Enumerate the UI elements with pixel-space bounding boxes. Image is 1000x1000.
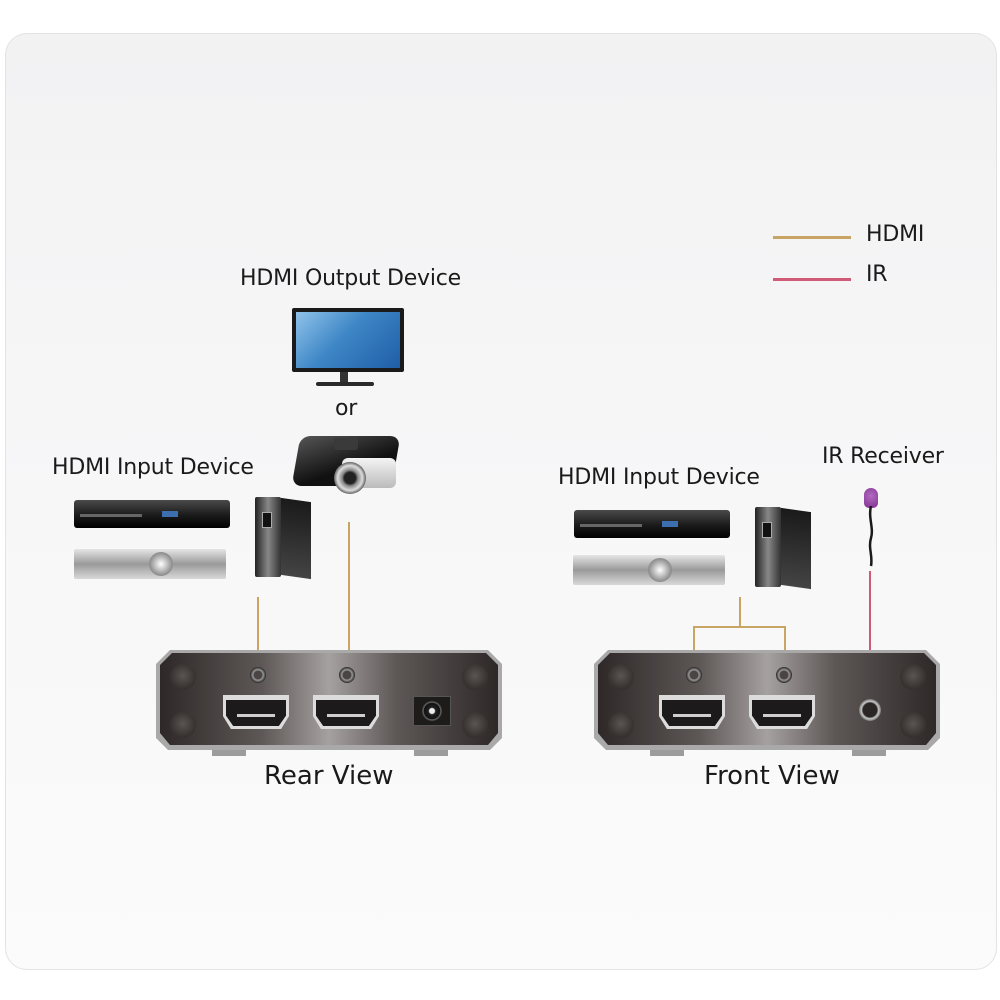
dc-power-jack: [413, 696, 451, 726]
hdmi-cable-input-rear: [257, 597, 259, 661]
ir-receiver-label: IR Receiver: [822, 444, 944, 469]
ir-cable: [869, 571, 871, 691]
screw-icon: [608, 712, 634, 738]
port-indicator-led: [686, 667, 702, 683]
screw-icon: [608, 664, 634, 690]
hdmi-cable-front-1: [693, 626, 695, 661]
port-indicator-led: [776, 667, 792, 683]
hdmi-input-device-label-rear: HDMI Input Device: [52, 455, 254, 480]
screw-icon: [900, 712, 926, 738]
legend-hdmi-swatch: [773, 236, 851, 239]
port-indicator-led: [250, 667, 266, 683]
legend-hdmi-label: HDMI: [866, 222, 925, 247]
rear-view-label: Rear View: [264, 761, 394, 791]
hdmi-port-2: [313, 695, 379, 729]
hdmi-output-device-label: HDMI Output Device: [240, 266, 461, 291]
hdmi-cable-front-2: [784, 626, 786, 661]
front-view-label: Front View: [704, 761, 840, 791]
screw-icon: [170, 712, 196, 738]
screw-icon: [462, 712, 488, 738]
switch-rear-panel: [156, 650, 502, 756]
hdmi-port-1: [223, 695, 289, 729]
screw-icon: [462, 664, 488, 690]
or-label: or: [335, 396, 358, 421]
legend-ir-swatch: [773, 278, 851, 281]
switch-front-panel: [594, 650, 940, 756]
legend-ir-label: IR: [866, 262, 888, 287]
screw-icon: [170, 664, 196, 690]
screw-icon: [900, 664, 926, 690]
projector-icon: [291, 424, 406, 500]
hdmi-port-2: [749, 695, 815, 729]
hdmi-cable-front-trunk: [739, 597, 741, 627]
port-indicator-led: [339, 667, 355, 683]
hdmi-port-1: [659, 695, 725, 729]
hdmi-cable-output-rear: [348, 522, 350, 661]
hdmi-input-device-label-front: HDMI Input Device: [558, 465, 760, 490]
ir-jack: [859, 699, 881, 721]
hdmi-cable-front-branch: [693, 626, 786, 628]
